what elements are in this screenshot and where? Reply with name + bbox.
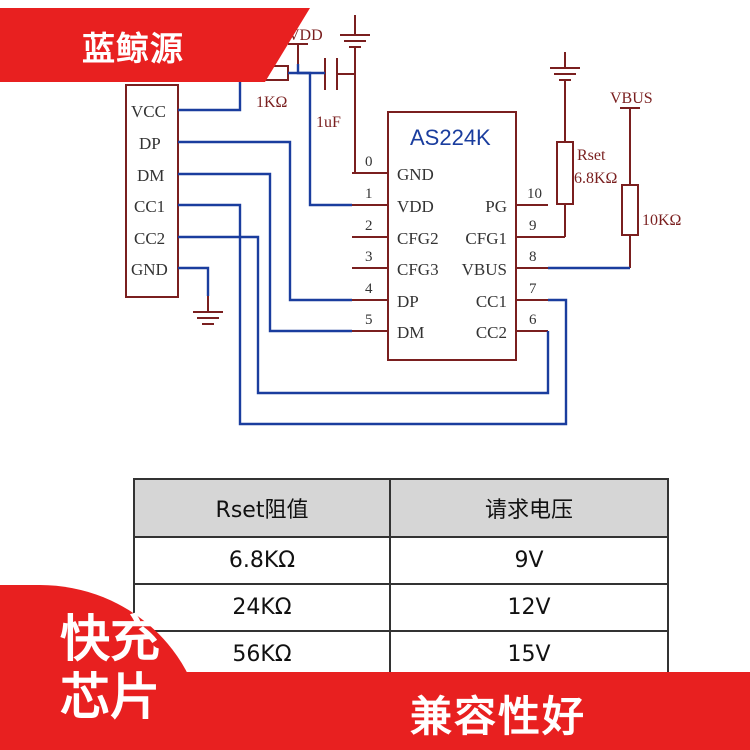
resistor-rset [556,141,574,205]
chip-pin-cfg1: CFG1 [465,229,507,248]
pin-num-0: 0 [365,154,373,170]
wire-cc2 [178,235,550,395]
pin-num-6: 6 [529,312,537,328]
table-cell: 9V [389,536,669,585]
bottom-banner-text: 兼容性好 [410,692,587,741]
label-rset-value: 6.8KΩ [574,170,618,187]
brand-banner [0,8,310,82]
rset-voltage-table: Rset阻值 请求电压 6.8KΩ 9V 24KΩ 12V 56KΩ 15V [133,478,669,679]
badge-line-2: 芯片 [60,668,160,726]
ground-symbol-top [340,15,370,48]
connector-pin-dp: DP [139,134,161,153]
label-10k: 10KΩ [642,212,682,229]
table-cell: 15V [389,630,669,679]
table-row: 24KΩ 12V [133,583,669,632]
pin-num-8: 8 [529,249,537,265]
connector-pin-cc2: CC2 [134,229,165,248]
wire-dm [178,172,352,333]
badge-line-1: 快充 [60,610,160,668]
pin-num-2: 2 [365,218,373,234]
pin-num-3: 3 [365,249,373,265]
chip-pin-vdd: VDD [397,197,434,216]
chip-pin-cfg3: CFG3 [397,260,439,279]
connector-pin-cc1: CC1 [134,197,165,216]
label-vdd: VDD [288,27,323,44]
ground-symbol-connector [193,296,223,325]
table-header-row: Rset阻值 请求电压 [133,478,669,538]
label-rset: Rset [577,147,606,164]
table-cell: 12V [389,583,669,632]
pin-num-9: 9 [529,218,537,234]
table-header-voltage: 请求电压 [389,478,669,538]
pin-num-4: 4 [365,281,373,297]
connector-pin-dm: DM [137,166,164,185]
chip-pin-pg: PG [485,197,507,216]
chip-pin-gnd: GND [397,165,434,184]
wire-vdd-pin [296,64,352,207]
wire-gnd [178,266,210,296]
brand-name: 蓝鲸源 [82,29,184,68]
pin-num-1: 1 [365,186,373,202]
label-1uf: 1uF [316,114,341,131]
connector-outline [125,84,179,298]
pin-num-10: 10 [527,186,542,202]
corner-badge-text: 快充 芯片 [60,610,160,726]
table-cell: 6.8KΩ [133,536,391,585]
chip-pin-dm: DM [397,323,424,342]
connector-pin-vcc: VCC [131,102,166,121]
wire-cc1 [178,203,568,426]
label-vbus: VBUS [610,90,653,107]
chip-name: AS224K [410,125,491,150]
chip-pin-cc2: CC2 [476,323,507,342]
pin-num-5: 5 [365,312,373,328]
wire-dp [178,140,352,302]
resistor-10k [621,184,639,236]
chip-pin-dp: DP [397,292,419,311]
ground-symbol-right [550,52,580,142]
pin-num-7: 7 [529,281,537,297]
table-row: 6.8KΩ 9V [133,536,669,585]
table-header-rset: Rset阻值 [133,478,391,538]
chip-pin-cfg2: CFG2 [397,229,439,248]
chip-pin-cc1: CC1 [476,292,507,311]
chip-pin-vbus: VBUS [462,260,507,279]
table-row: 56KΩ 15V [133,630,669,679]
label-1k: 1KΩ [256,94,288,111]
connector-pin-gnd: GND [131,260,168,279]
table-cell: 24KΩ [133,583,391,632]
